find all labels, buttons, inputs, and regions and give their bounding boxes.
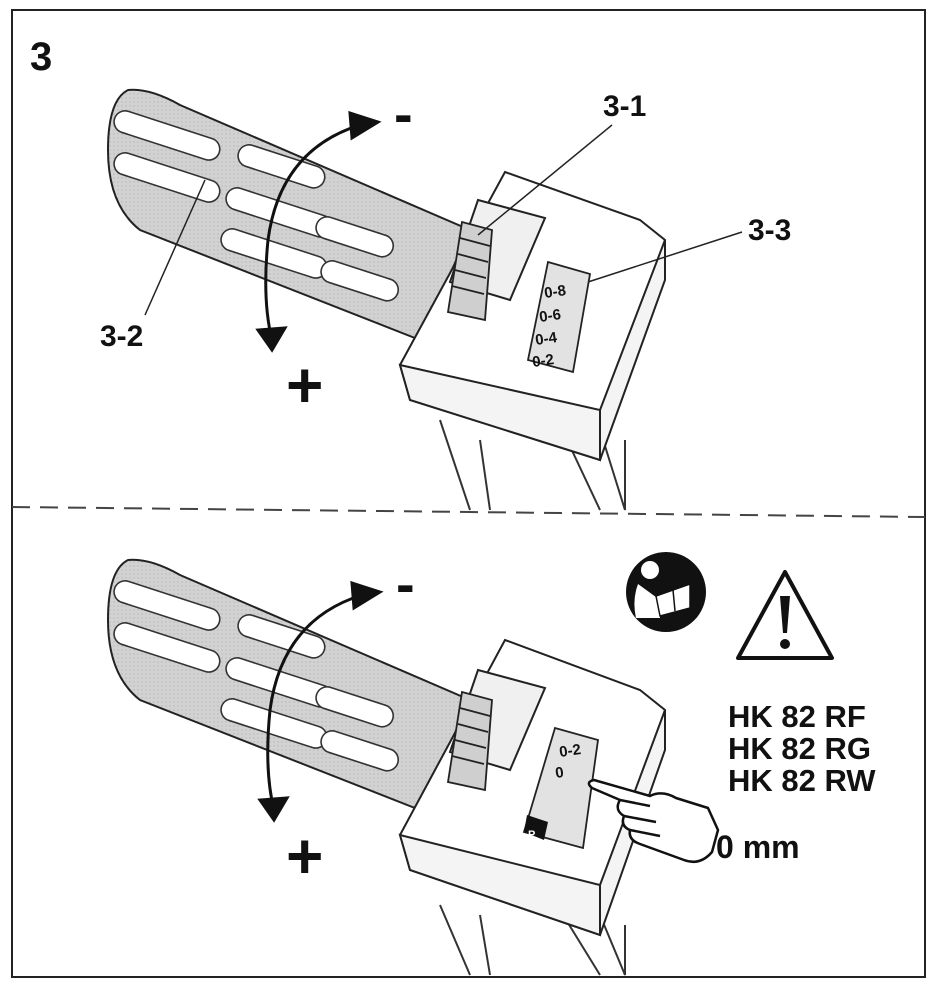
scale-mark: 0-8 bbox=[543, 282, 567, 302]
read-manual-icon bbox=[626, 552, 706, 632]
plus-sign: + bbox=[286, 820, 323, 892]
adjuster-slider bbox=[446, 690, 493, 792]
grip-handle bbox=[106, 558, 472, 812]
warning-triangle-icon bbox=[736, 570, 834, 660]
model-name: HK 82 RW bbox=[728, 763, 876, 798]
rotation-arrow bbox=[255, 110, 382, 353]
scale-mark: 0-6 bbox=[538, 306, 562, 326]
rotation-arrow bbox=[257, 580, 384, 823]
callout-3-3: 3-3 bbox=[748, 214, 791, 247]
callout-3-2: 3-2 bbox=[100, 320, 143, 353]
scale-window: P 0-2 0 bbox=[522, 726, 599, 850]
step-number: 3 bbox=[30, 35, 52, 79]
scale-mark: 0-2 bbox=[558, 741, 582, 761]
mount-legs bbox=[439, 904, 626, 976]
grip-handle bbox=[106, 88, 472, 342]
leader-lines bbox=[144, 124, 743, 316]
scale-mark: 0 bbox=[554, 764, 565, 782]
model-name: HK 82 RF bbox=[728, 699, 866, 734]
scale-window: 0-8 0-6 0-4 0-2 bbox=[526, 260, 592, 374]
mount-legs bbox=[439, 419, 626, 511]
callout-3-1: 3-1 bbox=[603, 90, 646, 123]
pointing-hand-icon bbox=[587, 778, 720, 863]
scale-mark: 0-2 bbox=[531, 351, 555, 371]
scale-mark: 0-4 bbox=[534, 329, 558, 349]
model-name: HK 82 RG bbox=[728, 731, 871, 766]
top-panel: 0-8 0-6 0-4 0-2 - + 3-1 3-2 3-3 bbox=[100, 82, 791, 511]
adjuster-slider bbox=[446, 220, 493, 322]
minus-sign: - bbox=[394, 82, 413, 145]
panel-separator bbox=[11, 506, 926, 518]
park-mark: P bbox=[528, 829, 535, 841]
bottom-panel: P 0-2 0 - + HK 82 RF HK 82 RG HK 82 R bbox=[106, 552, 876, 976]
setting-value: 0 mm bbox=[716, 829, 800, 865]
plus-sign: + bbox=[286, 349, 323, 421]
minus-sign: - bbox=[396, 552, 415, 615]
